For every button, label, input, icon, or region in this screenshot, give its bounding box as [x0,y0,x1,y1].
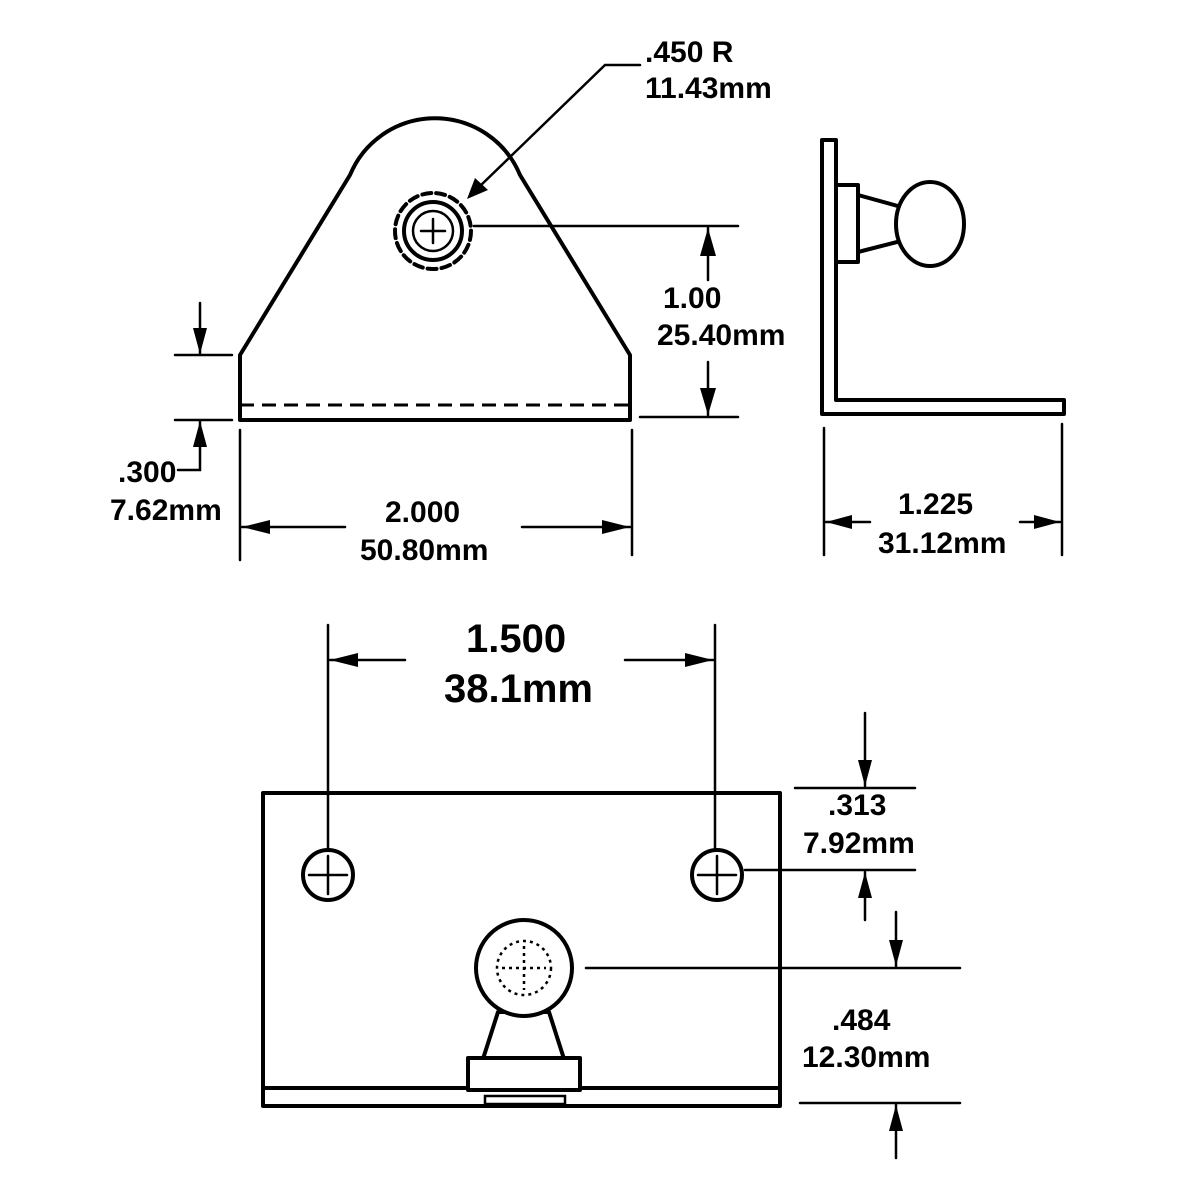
top-bracket-outline [261,791,782,1108]
stud-serrated-washer [393,191,473,271]
hole-spacing-mm-label: 38.1mm [444,667,593,711]
top-stud-base [466,1056,582,1092]
top-stud-base-shadow [483,1094,567,1106]
top-view [261,791,782,1108]
stud-inner-ring [411,209,455,253]
side-stud-base [834,183,860,264]
ball-height-inch-label: .484 [832,1004,891,1037]
mounting-hole-right [690,848,744,902]
hole-offset-arrow-up [858,872,872,898]
side-depth-mm-label: 31.12mm [878,527,1006,560]
flange-mm-label: 7.62mm [110,494,222,527]
hole-height-arrow-down [700,388,716,415]
flange-dimension: .300 7.62mm [110,301,234,527]
radius-dimension: .450 R 11.43mm [467,36,772,199]
hole-offset-mm-label: 7.92mm [803,827,915,860]
side-depth-arrow-right [1034,515,1060,529]
front-view [238,116,632,422]
side-stud-ball [894,180,966,268]
ball-height-dimension: .484 12.30mm [584,910,962,1160]
hole-height-mm-label: 25.40mm [657,319,785,352]
flange-inch-label: .300 [118,456,176,489]
stud-outer-ring [402,200,464,262]
hole-spacing-arrow-right [685,653,713,667]
side-view [820,138,1066,416]
hole-offset-dimension: .313 7.92mm [743,711,917,922]
side-depth-dimension: 1.225 31.12mm [822,422,1064,560]
flange-arrow-down [193,328,207,354]
ball-height-arrow-down [889,940,903,966]
radius-inch-label: .450 R [645,36,734,69]
radius-leader-line [476,63,642,190]
hole-offset-arrow-down [858,760,872,786]
side-bracket-outline [820,138,1066,416]
front-width-mm-label: 50.80mm [360,534,488,567]
front-width-arrow-left [242,520,270,534]
hole-height-dimension: 1.00 25.40mm [472,224,785,419]
hole-spacing-arrow-left [330,653,358,667]
front-width-inch-label: 2.000 [385,496,460,529]
top-stud-ball-dotted [495,939,553,997]
mounting-hole-left [301,848,355,902]
top-ball-stud [466,918,582,1106]
hole-offset-inch-label: .313 [828,789,886,822]
front-bracket-outline [238,116,632,422]
hole-left-circle [301,848,355,902]
side-depth-arrow-left [826,515,852,529]
side-depth-inch-label: 1.225 [898,488,973,521]
hole-height-arrow-up [700,228,716,256]
hole-spacing-dimension: 1.500 38.1mm [326,617,717,850]
radius-arrowhead [467,178,488,199]
front-width-dimension: 2.000 50.80mm [238,428,634,567]
front-width-arrow-right [602,520,630,534]
top-stud-neck [480,1010,567,1064]
front-ball-stud [393,191,473,271]
ball-height-arrow-up [889,1105,903,1131]
ball-height-mm-label: 12.30mm [802,1041,930,1074]
hole-spacing-inch-label: 1.500 [466,617,566,661]
hole-right-circle [690,848,744,902]
hole-height-inch-label: 1.00 [663,282,721,315]
flange-arrow-up [193,421,207,447]
radius-mm-label: 11.43mm [645,72,772,105]
